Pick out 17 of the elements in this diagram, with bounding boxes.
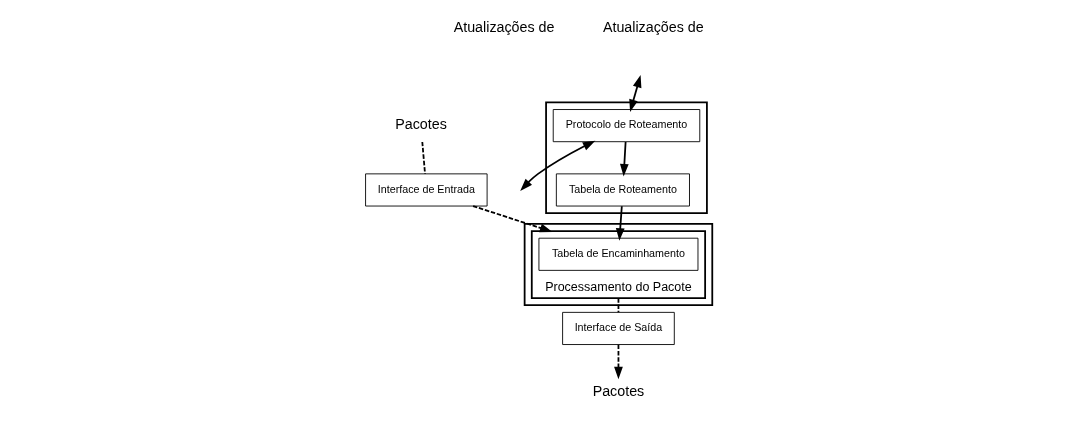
- cluster: [544, 101, 708, 215]
- node-box: Protocolo de Roteamento: [552, 109, 700, 143]
- node-text: Pacotes: [592, 383, 644, 400]
- node-box: Interface de Saída: [561, 311, 675, 345]
- node-box: Tabela de Roteamento: [555, 173, 690, 207]
- connector: [420, 141, 426, 175]
- arrow: [615, 205, 625, 241]
- arrow: [519, 140, 595, 191]
- label: Atualizações de: [453, 18, 554, 35]
- arrow: [471, 205, 552, 233]
- connector: [617, 297, 619, 314]
- arrow: [619, 141, 629, 177]
- node-text: Pacotes: [394, 116, 447, 133]
- node-box: Tabela de Encaminhamento: [538, 237, 698, 271]
- arrow: [613, 343, 623, 380]
- node-box: Interface de Entrada: [364, 173, 488, 207]
- label: Atualizações de: [602, 18, 704, 35]
